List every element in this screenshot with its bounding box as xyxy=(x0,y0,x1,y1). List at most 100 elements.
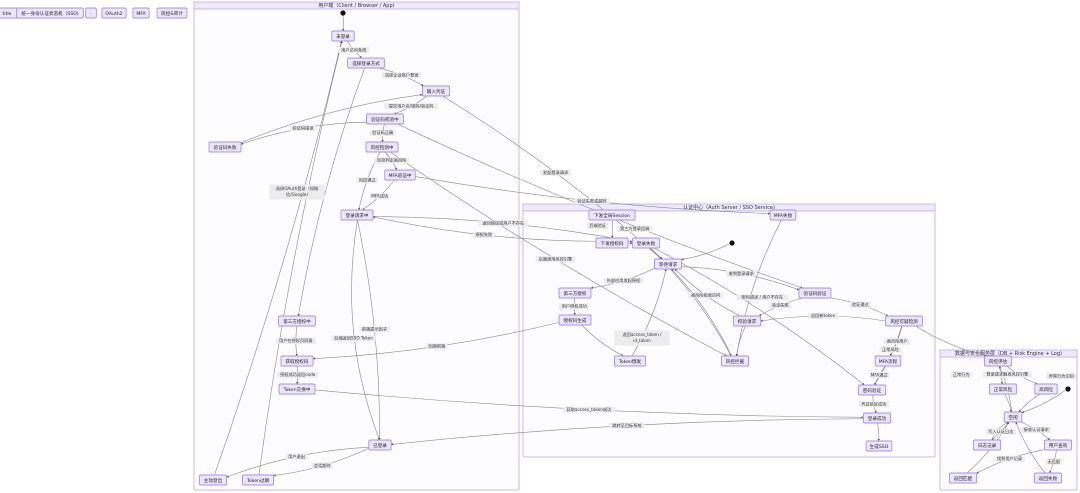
transition-label-text: 密码错误 / 用户不存在 xyxy=(741,294,783,301)
state-a_tokenissue[interactable]: Token颁发 xyxy=(614,355,647,367)
transition-label: 正常行为 xyxy=(950,371,972,378)
state-label: 选择登录方式 xyxy=(352,60,380,67)
transition-label: 第三方登录回调 xyxy=(617,225,653,232)
state-label: 等待请求 xyxy=(659,261,678,268)
state-d_fail[interactable]: 返回失败 xyxy=(1033,472,1063,484)
state-d_match[interactable]: 返回匹配 xyxy=(948,472,978,484)
state-a_captcha[interactable]: 验证码验证 xyxy=(798,287,832,299)
state-a_mfa[interactable]: MFA流程 xyxy=(874,355,902,367)
transition-label-text: 用户授权成功 xyxy=(562,303,587,310)
state-label: 风控评估 xyxy=(989,358,1008,365)
transition-label: 验证通过 xyxy=(849,301,871,308)
state-label: 风控可疑检测 xyxy=(890,318,918,325)
state-a_issuecode[interactable]: 下发授权码 xyxy=(595,237,629,249)
transition-label: 风控通过 xyxy=(356,176,378,183)
transition-label-text: 授权失败 xyxy=(475,231,493,238)
state-label: 第三方授权 xyxy=(564,290,587,297)
state-c_code[interactable]: 获取授权码 xyxy=(280,355,314,367)
transition-label-text: 正常行为 xyxy=(953,371,970,378)
state-d_normal[interactable]: 正常风险 xyxy=(988,383,1018,395)
state-label: 风控检测中 xyxy=(371,144,394,151)
transition-edge xyxy=(581,324,624,357)
state-c_mfa[interactable]: MFA验证中 xyxy=(384,169,416,181)
transition-edge xyxy=(650,247,664,260)
state-c_logout[interactable]: 主动登出 xyxy=(198,474,228,486)
transition-label: 授权成功返回code xyxy=(277,371,319,378)
state-c_captcha[interactable]: 验证码校验中 xyxy=(366,113,404,125)
state-a_wait[interactable]: 等待请求 xyxy=(653,258,683,270)
transition-label: MFA通过 xyxy=(869,371,890,378)
state-d_eval[interactable]: 风控评估 xyxy=(983,355,1013,367)
state-c_choose[interactable]: 选择登录方式 xyxy=(347,57,385,69)
state-label: 下发授权码 xyxy=(601,240,624,247)
transition-label-text: 前端提示因子 xyxy=(362,326,387,333)
state-a_3rd[interactable]: 第三方授权 xyxy=(558,287,592,299)
note-line: 返回access_token / xyxy=(622,331,662,338)
state-c_logged[interactable]: 已登录 xyxy=(368,439,392,451)
transition-label-text: 跳转至目标系统 xyxy=(612,422,641,429)
state-c_unlogged[interactable]: 未登录 xyxy=(331,30,355,42)
state-label: Token交换中 xyxy=(283,386,311,393)
state-a_block[interactable]: 风控拦截 xyxy=(720,355,750,367)
transition-label: 选择企业账户登录 xyxy=(381,71,422,78)
state-c_risk[interactable]: 风控检测中 xyxy=(365,141,399,153)
state-label: Token颁发 xyxy=(618,358,642,365)
state-c_expired[interactable]: Token过期 xyxy=(241,474,274,486)
transition-edge xyxy=(351,219,380,441)
transition-label: 后端验证 xyxy=(587,222,609,229)
state-a_session[interactable]: 下发全局Session xyxy=(588,209,636,221)
note-line: id_token xyxy=(633,338,651,343)
state-d_log[interactable]: 日志记录 xyxy=(972,439,1002,451)
start-state-dot xyxy=(1065,386,1071,392)
transition-label: 验证码正确 xyxy=(369,129,396,136)
state-label: 主动登出 xyxy=(204,477,223,484)
state-label: 获取授权码 xyxy=(286,358,309,365)
state-a_pwd[interactable]: 密码验证 xyxy=(857,384,887,396)
state-a_success[interactable]: 登录成功 xyxy=(862,412,892,424)
note-n_oauth: 选择OAuth登录（如微信/Google) xyxy=(269,184,325,200)
state-a_check[interactable]: 校验请求 xyxy=(732,315,762,327)
state-c_input[interactable]: 输入凭证 xyxy=(421,85,451,97)
state-label: 校验请求 xyxy=(738,318,757,325)
transition-label: 验证失败或超时 xyxy=(574,197,610,204)
state-label: 日志记录 xyxy=(978,442,997,449)
transition-edge xyxy=(297,67,365,317)
transition-edge xyxy=(681,243,730,261)
state-label: 下发全局Session xyxy=(594,212,630,219)
state-c_loginreq[interactable]: 登录请求中 xyxy=(340,209,374,221)
transition-label: 跳转至目标系统 xyxy=(609,422,645,429)
transition-edge xyxy=(1015,421,1046,474)
legend-label: 统一身份认证状态机（SSO) xyxy=(21,10,78,17)
transition-label-text: 风控判定高风险 xyxy=(377,157,407,164)
transition-edge xyxy=(611,219,614,239)
state-d_idle[interactable]: 空闲 xyxy=(1003,411,1023,423)
state-label: 输入凭证 xyxy=(427,88,446,95)
state-d_high[interactable]: 高风险 xyxy=(1034,383,1058,395)
transition-label-text: 后端调用风控引擎 xyxy=(539,255,573,262)
transition-label-text: 风控通过 xyxy=(359,176,377,183)
state-a_loginfail[interactable]: 登录失败 xyxy=(631,237,661,249)
state-a_riskcheck[interactable]: 风控可疑检测 xyxy=(885,315,923,327)
legend-label: : xyxy=(90,12,92,17)
legend-label: OAuth2 xyxy=(105,11,122,17)
transition-label: 写入认证日志 xyxy=(985,428,1016,435)
transition-edge xyxy=(1004,393,1013,413)
state-c_3rd[interactable]: 第三方授权中 xyxy=(278,315,316,327)
transition-label-text: 异常行为识别 xyxy=(1049,372,1074,379)
state-label: 已登录 xyxy=(373,442,387,449)
state-label: 登录成功 xyxy=(868,415,887,422)
state-label: 验证码验证 xyxy=(804,290,827,297)
transition-label: 高风险用户 xyxy=(884,338,911,345)
transition-label-text: 返回新token xyxy=(811,312,836,319)
legend-item: title xyxy=(0,7,19,19)
note-line: 信/Google) xyxy=(286,191,308,198)
state-c_captcha_fail[interactable]: 验证码失败 xyxy=(208,141,242,153)
transition-label: 高风险拒绝访问 xyxy=(688,291,724,298)
state-c_token[interactable]: Token交换中 xyxy=(278,383,316,395)
state-a_codegen[interactable]: 授权码生成 xyxy=(558,314,592,326)
state-a_sso[interactable]: 生成SSO xyxy=(865,440,893,452)
transition-edge xyxy=(671,268,732,357)
transition-label: 提交用户名/密码/验证码 xyxy=(384,103,439,110)
state-a_mfafail[interactable]: MFA失败 xyxy=(769,209,797,221)
state-d_query[interactable]: 用户查询 xyxy=(1043,439,1073,451)
